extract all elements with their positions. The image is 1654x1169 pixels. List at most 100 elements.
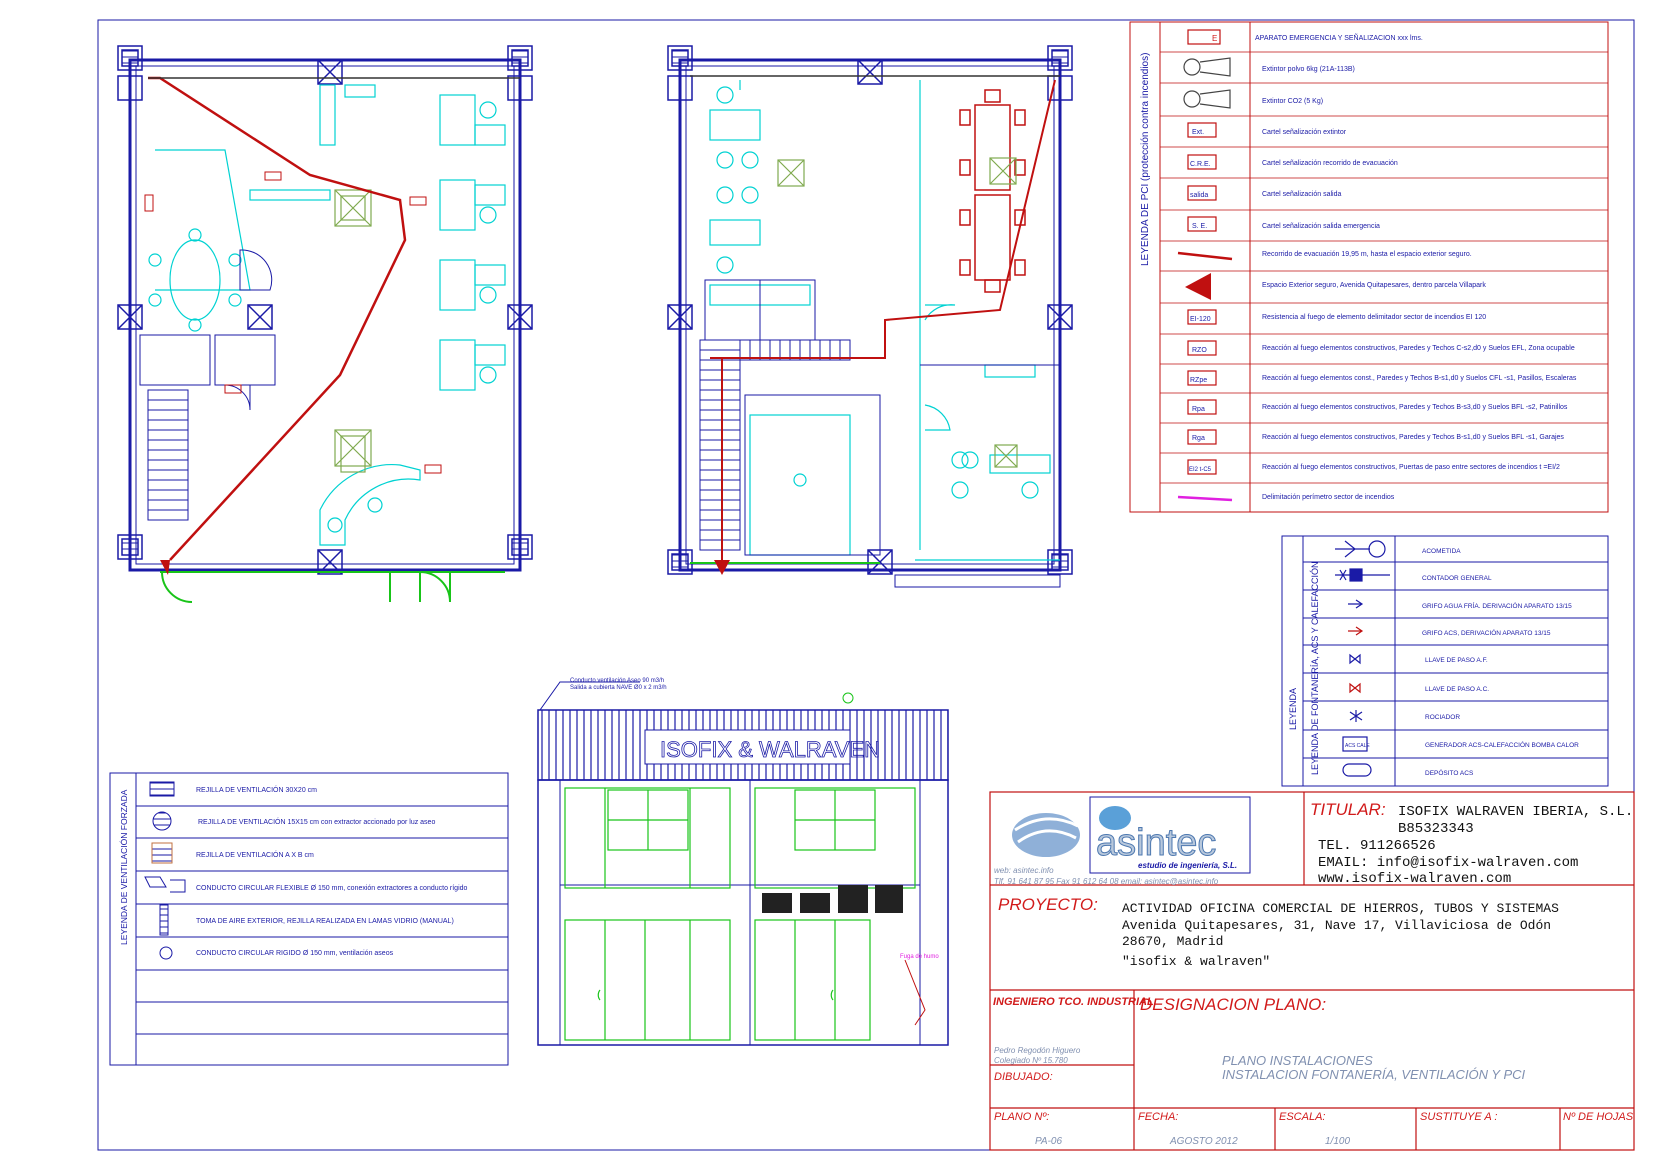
proyecto-line-3: 28670, Madrid xyxy=(1122,934,1223,949)
escala-value: 1/100 xyxy=(1325,1136,1350,1147)
plumbing-legend-inner-title: LEYENDA DE FONTANERÍA, ACS Y CALEFACCIÓN xyxy=(1310,561,1320,775)
pci-label-8: Espacio Exterior seguro, Avenida Quitape… xyxy=(1262,282,1486,289)
pci-legend-rules xyxy=(1160,51,1608,484)
plumbing-legend-outer-title: LEYENDA xyxy=(1288,688,1298,730)
plumbing-label-4: LLAVE DE PASO A.F. xyxy=(1425,657,1488,664)
plumbing-legend-labels: ACOMETIDA CONTADOR GENERAL GRIFO AGUA FR… xyxy=(1422,548,1579,777)
titular-tel: TEL. 911266526 xyxy=(1318,838,1436,854)
asintec-web: web: asintec.info xyxy=(994,866,1054,875)
pci-label-3: Cartel señalización extintor xyxy=(1262,129,1347,136)
asintec-logo-box xyxy=(1089,796,1251,874)
asintec-logo-sub: estudio de ingeniería, S.L. xyxy=(1138,861,1237,870)
vent-label-1: REJILLA DE VENTILACIÓN 15X15 cm con extr… xyxy=(198,817,435,826)
dibujado-label: DIBUJADO: xyxy=(994,1071,1053,1083)
asintec-contact: Tlf. 91 641 87 95 Fax 91 612 64 08 email… xyxy=(994,877,1219,886)
pci-label-10: Reacción al fuego elementos constructivo… xyxy=(1262,345,1575,352)
pci-label-4: Cartel señalización recorrido de evacuac… xyxy=(1262,160,1398,167)
pci-code-9: EI-120 xyxy=(1190,316,1211,323)
plumbing-legend-frame xyxy=(1281,535,1609,787)
facade-side-note: Fuga de humo xyxy=(900,954,939,960)
pci-legend-title: LEYENDA DE PCI (protección contra incend… xyxy=(1140,53,1151,266)
ventilation-legend-labels: REJILLA DE VENTILACIÓN 30X20 cm REJILLA … xyxy=(196,785,468,957)
safe-space-icon xyxy=(1185,273,1211,300)
pci-code-4: C.R.E. xyxy=(1190,161,1211,168)
plumbing-label-1: CONTADOR GENERAL xyxy=(1422,575,1492,582)
plano-n-value: PA-06 xyxy=(1035,1136,1062,1147)
ingeniero-label: INGENIERO TCO. INDUSTRIAL xyxy=(993,996,1154,1008)
facade-note-1: Conducto ventilación Aseo 90 m3/h xyxy=(570,678,664,684)
pci-code-11: RZpe xyxy=(1190,377,1207,384)
plumbing-label-0: ACOMETIDA xyxy=(1422,548,1461,555)
plano-title-1: PLANO INSTALACIONES xyxy=(1222,1053,1373,1068)
pci-label-0: APARATO EMERGENCIA Y SEÑALIZACION xxx lm… xyxy=(1255,33,1423,42)
floor-plan-ground xyxy=(117,45,533,603)
pci-label-15: Delimitación perímetro sector de incendi… xyxy=(1262,494,1395,501)
plumbing-label-8: DEPÓSITO ACS xyxy=(1425,768,1474,777)
plumbing-label-2: GRIFO AGUA FRÍA. DERIVACIÓN APARATO 13/1… xyxy=(1422,601,1572,610)
sheet-border xyxy=(97,19,1635,1151)
extinguisher-icons xyxy=(1183,57,1231,109)
pci-label-2: Extintor CO2 (5 Kg) xyxy=(1262,98,1323,105)
asintec-logo-text: asintec xyxy=(1096,822,1216,864)
sector-perimeter-icon xyxy=(1177,495,1233,502)
colegiado: Colegiado Nº 15.780 xyxy=(994,1056,1068,1065)
vent-label-3: CONDUCTO CIRCULAR FLEXIBLE Ø 150 mm, con… xyxy=(196,885,468,892)
pci-label-14: Reacción al fuego elementos constructivo… xyxy=(1262,464,1560,471)
pci-code-10: RZO xyxy=(1192,347,1207,354)
ventilation-legend-symbols xyxy=(144,781,186,960)
designacion-label: DESIGNACION PLANO: xyxy=(1140,995,1326,1014)
title-block-frame xyxy=(989,791,1635,1151)
vent-label-4: TOMA DE AIRE EXTERIOR, REJILLA REALIZADA… xyxy=(196,918,454,925)
pci-label-7: Recorrido de evacuación 19,95 m, hasta e… xyxy=(1262,251,1472,258)
pci-legend-frame xyxy=(1129,21,1609,513)
ventilation-legend-frame xyxy=(109,772,509,1066)
pci-legend-symbols xyxy=(1177,29,1233,475)
pci-label-5: Cartel señalización salida xyxy=(1262,191,1341,198)
plumbing-label-6: ROCIADOR xyxy=(1425,714,1460,721)
titular-web: www.isofix-walraven.com xyxy=(1318,871,1511,887)
pci-code-14: EI2 t-C5 xyxy=(1189,467,1212,473)
plano-title-2: INSTALACION FONTANERÍA, VENTILACIÓN Y PC… xyxy=(1222,1067,1526,1082)
ventilation-legend-title: LEYENDA DE VENTILACIÓN FORZADA xyxy=(119,789,129,945)
pci-legend-codes: E Ext. C.R.E. salida S. E. EI-120 RZO RZ… xyxy=(1189,34,1217,473)
vent-label-2: REJILLA DE VENTILACIÓN A X B cm xyxy=(196,850,314,859)
acs-symbol-text: ACS CALE xyxy=(1345,743,1370,749)
pci-code-12: Rpa xyxy=(1192,406,1205,413)
pci-code-5: salida xyxy=(1190,192,1208,199)
facade-note-2: Salida a cubierta NAVE Ø0 x 2 m3/h xyxy=(570,685,667,691)
vent-label-0: REJILLA DE VENTILACIÓN 30X20 cm xyxy=(196,785,317,794)
pci-label-12: Reacción al fuego elementos constructivo… xyxy=(1262,404,1568,411)
plumbing-legend-symbols xyxy=(1335,540,1390,777)
pci-code-0: E xyxy=(1212,34,1217,43)
proyecto-line-4: "isofix & walraven" xyxy=(1122,954,1270,969)
plumbing-label-3: GRIFO ACS, DERIVACIÓN APARATO 13/15 xyxy=(1422,628,1551,637)
sustituye-label: SUSTITUYE A : xyxy=(1420,1111,1497,1123)
proyecto-line-1: ACTIVIDAD OFICINA COMERCIAL DE HIERROS, … xyxy=(1122,901,1559,916)
pci-label-13: Reacción al fuego elementos constructivo… xyxy=(1262,434,1564,441)
plumbing-label-7: GENERADOR ACS-CALEFACCIÓN BOMBA CALOR xyxy=(1425,740,1579,749)
pci-label-6: Cartel señalización salida emergencia xyxy=(1262,223,1380,230)
pci-label-1: Extintor polvo 6kg (21A-113B) xyxy=(1262,66,1355,73)
proyecto-label: PROYECTO: xyxy=(998,895,1098,914)
fecha-value: AGOSTO 2012 xyxy=(1169,1136,1238,1147)
titular-name: ISOFIX WALRAVEN IBERIA, S.L. xyxy=(1398,804,1633,820)
logo-swoosh xyxy=(1012,806,1131,857)
plano-n-label: PLANO Nº: xyxy=(994,1111,1049,1123)
floor-plan-upper xyxy=(667,45,1073,588)
pci-label-11: Reacción al fuego elementos const., Pare… xyxy=(1262,375,1577,382)
titular-cif: B85323343 xyxy=(1398,821,1474,837)
pci-label-9: Resistencia al fuego de elemento delimit… xyxy=(1262,314,1486,321)
pci-code-13: Rga xyxy=(1192,435,1205,442)
titular-label: TITULAR: xyxy=(1310,800,1386,819)
plumbing-label-5: LLAVE DE PASO A.C. xyxy=(1425,686,1489,693)
escala-label: ESCALA: xyxy=(1279,1111,1325,1123)
titular-email: EMAIL: info@isofix-walraven.com xyxy=(1318,855,1578,871)
facade-sign: ISOFIX & WALRAVEN xyxy=(660,737,880,762)
vent-label-5: CONDUCTO CIRCULAR RIGIDO Ø 150 mm, venti… xyxy=(196,950,394,957)
pci-code-3: Ext. xyxy=(1192,129,1204,136)
facade-elevation xyxy=(537,681,949,1046)
ingeniero-name: Pedro Regodón Higuero xyxy=(994,1046,1081,1055)
pci-code-6: S. E. xyxy=(1192,223,1207,230)
